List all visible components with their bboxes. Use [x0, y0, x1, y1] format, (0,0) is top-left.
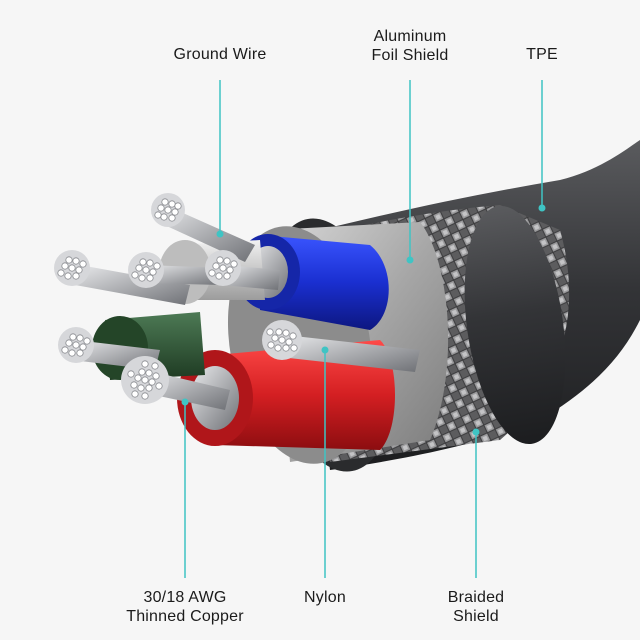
label-ground-wire-text: Ground Wire	[173, 46, 267, 63]
label-aluminum-foil-line1: Aluminum	[373, 28, 447, 45]
label-aluminum-foil-line2: Foil Shield	[371, 47, 449, 64]
callout-lines	[181, 80, 546, 578]
ground-wire-end	[151, 193, 185, 227]
label-copper: 30/18 AWG Thinned Copper	[115, 588, 255, 626]
label-nylon: Nylon	[285, 588, 365, 607]
label-aluminum-foil-shield: Aluminum Foil Shield	[350, 27, 470, 65]
strand-bundle-end	[58, 327, 94, 363]
label-braided-line2: Shield	[453, 608, 499, 625]
label-braided-line1: Braided	[447, 589, 505, 606]
strand-bundle-end	[54, 250, 90, 286]
nylon-strand-end	[262, 320, 302, 360]
label-copper-line1: 30/18 AWG	[143, 589, 227, 606]
braided-shield-edge	[464, 205, 566, 445]
strand-bundle-end	[128, 252, 164, 288]
strand-bundle-end	[205, 250, 241, 286]
label-nylon-text: Nylon	[304, 589, 346, 606]
label-copper-line2: Thinned Copper	[126, 608, 244, 625]
label-ground-wire: Ground Wire	[160, 45, 280, 64]
label-tpe-text: TPE	[526, 46, 558, 63]
label-tpe: TPE	[512, 45, 572, 64]
red-wire	[215, 340, 395, 450]
label-braided-shield: Braided Shield	[426, 588, 526, 626]
strand-bundle-end	[121, 356, 169, 404]
